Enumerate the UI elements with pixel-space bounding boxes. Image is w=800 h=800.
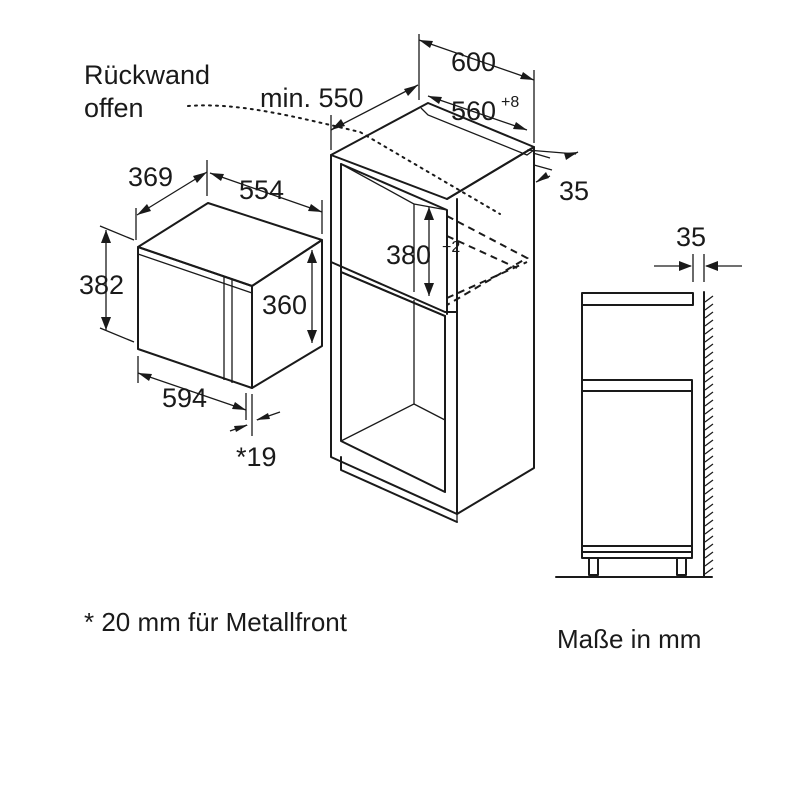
hatch-line [704, 375, 714, 383]
hatch-line [704, 303, 714, 311]
niche-dashed-outline [446, 215, 530, 306]
hatch-line [704, 503, 714, 511]
dim-niche-depth [330, 84, 419, 150]
dim-appliance-depth [135, 160, 208, 240]
appliance-side [251, 239, 323, 389]
label-appliance-height: 382 [79, 270, 124, 300]
dim-front-thickness [229, 394, 281, 436]
hatch-line [704, 407, 714, 415]
hatch-line [704, 431, 714, 439]
appliance-front [137, 246, 253, 389]
appliance-drawing [137, 202, 323, 389]
rear-wall-leader [187, 104, 501, 215]
hatch-line [704, 295, 714, 303]
hatch-line [704, 439, 714, 447]
hatch-line [704, 391, 714, 399]
dim-niche-width [427, 95, 528, 131]
hatch-line [704, 551, 714, 559]
hatch-line [704, 535, 714, 543]
hatch-line [704, 527, 714, 535]
label-niche-height-tol: +2 [442, 239, 460, 256]
hatch-line [704, 327, 714, 335]
dim-front-width [137, 356, 247, 420]
hatch-line [704, 311, 714, 319]
hatch-line [704, 543, 714, 551]
label-niche-width-tol: +8 [501, 94, 519, 111]
label-niche-height: 380 [386, 240, 431, 270]
cabinet-side [446, 146, 535, 515]
hatch-line [704, 559, 714, 567]
label-front-width: 594 [162, 383, 207, 413]
label-appliance-depth: 369 [128, 162, 173, 192]
label-rear-wall-line1: Rückwand [84, 60, 210, 90]
hatch-line [704, 463, 714, 471]
cabinet-front [330, 154, 458, 515]
section-top-panel [581, 292, 694, 306]
hatch-line [704, 319, 714, 327]
dim-niche-height [424, 207, 434, 296]
label-front-thickness: *19 [236, 442, 277, 472]
appliance-top [137, 202, 323, 287]
cabinet-drawing [330, 102, 535, 523]
hatch-line [704, 495, 714, 503]
hatch-line [704, 455, 714, 463]
hatch-line [704, 343, 714, 351]
units-note: Maße in mm [557, 624, 701, 654]
label-side-gap: 35 [676, 222, 706, 252]
hatch-line [704, 471, 714, 479]
hatch-line [704, 367, 714, 375]
hatch-line [704, 351, 714, 359]
hatch-line [704, 479, 714, 487]
hatch-line [704, 359, 714, 367]
hatch-line [704, 399, 714, 407]
hatch-line [704, 423, 714, 431]
hatch-line [704, 519, 714, 527]
dim-rear-gap [526, 149, 579, 183]
side-section-view [555, 291, 714, 578]
hatch-line [704, 335, 714, 343]
hatch-line [704, 415, 714, 423]
hatch-line [704, 511, 714, 519]
label-rear-wall-line2: offen [84, 93, 144, 123]
hatch-line [704, 383, 714, 391]
dim-cabinet-width [418, 34, 535, 143]
label-rear-gap: 35 [559, 176, 589, 206]
dim-appliance-inner-height [307, 250, 317, 343]
label-niche-depth: min. 550 [260, 83, 364, 113]
dim-appliance-width [209, 172, 323, 234]
wall-hatching [704, 295, 714, 575]
hatch-line [704, 447, 714, 455]
hatch-line [704, 487, 714, 495]
label-cabinet-width: 600 [451, 47, 496, 77]
hatch-line [704, 567, 714, 575]
label-niche-width: 560 [451, 96, 496, 126]
dim-side-gap [654, 254, 742, 282]
label-appliance-inner-height: 360 [262, 290, 307, 320]
footnote: * 20 mm für Metallfront [84, 607, 348, 637]
dim-appliance-height [99, 225, 135, 343]
label-appliance-width: 554 [239, 175, 284, 205]
